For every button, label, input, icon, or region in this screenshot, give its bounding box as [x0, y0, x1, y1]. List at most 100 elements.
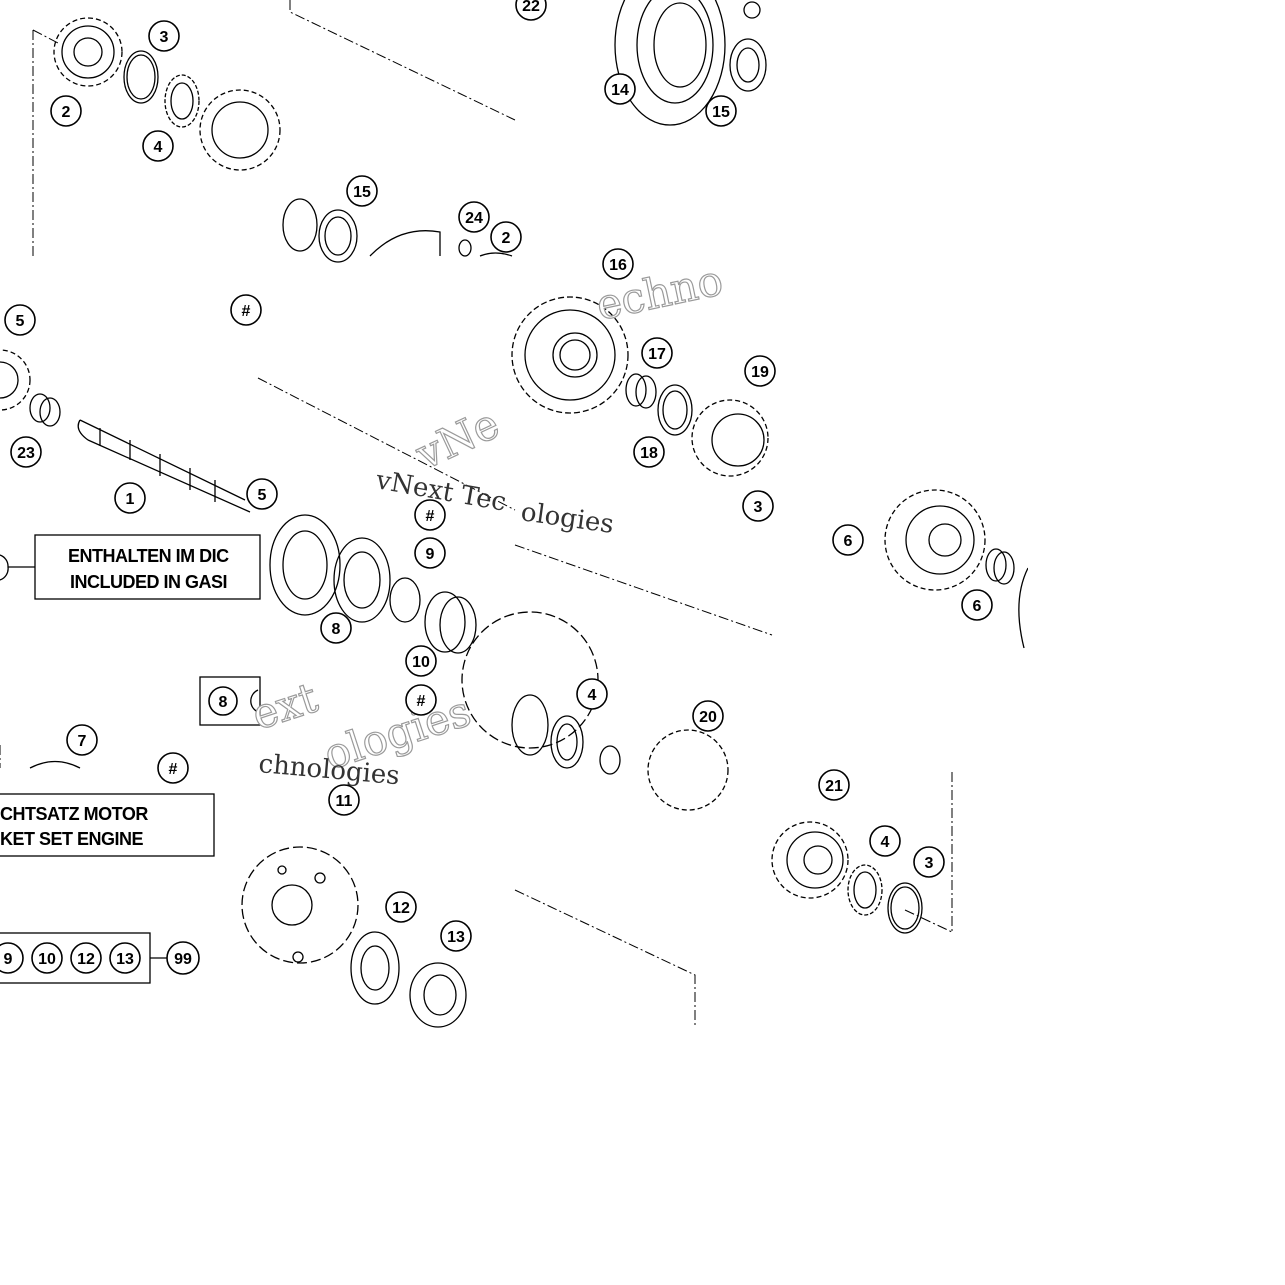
callout-c12: 12 — [385, 891, 417, 923]
callout-c14: 14 — [604, 73, 636, 105]
callout-label: 9 — [426, 546, 435, 563]
callout-label: 2 — [502, 230, 511, 247]
sprocket-11 — [241, 846, 359, 964]
axis-lines — [0, 0, 953, 1028]
callout-label: 20 — [699, 709, 717, 726]
part-24 — [458, 239, 513, 257]
callout-hash4: # — [157, 752, 189, 784]
washer-15-mid — [282, 198, 441, 263]
callout-c3b: 3 — [742, 490, 774, 522]
callout-c21: 21 — [818, 769, 850, 801]
callout-c15a: 15 — [705, 95, 737, 127]
callout-c16: 16 — [602, 248, 634, 280]
callout-c17: 17 — [641, 337, 673, 369]
callout-c2: 2 — [50, 95, 82, 127]
callout-label: 19 — [751, 364, 769, 381]
callout-label: 15 — [353, 184, 371, 201]
callout-label: 4 — [881, 834, 890, 851]
svg-text:10: 10 — [38, 951, 56, 968]
svg-text:12: 12 — [77, 951, 95, 968]
washer-15-top — [729, 38, 767, 92]
callout-c5a: 5 — [4, 304, 36, 336]
callout-c18: 18 — [633, 436, 665, 468]
callouts: 1233344455667891011121314151516171819202… — [4, 0, 993, 952]
washer-4-right — [847, 864, 883, 916]
callout-label: 1 — [126, 491, 135, 508]
callout-label: # — [417, 693, 426, 710]
callout-label: 2 — [62, 104, 71, 121]
callout-c4b: 4 — [576, 678, 608, 710]
callout-label: 7 — [78, 733, 87, 750]
callout-c5b: 5 — [246, 478, 278, 510]
gasket-box-line1: ENTHALTEN IM DIC — [68, 546, 229, 566]
kit-box-start-callout: 8 — [208, 686, 238, 716]
gasket-box-bottom: CHTSATZ MOTOR KET SET ENGINE — [0, 793, 215, 857]
part-22 — [743, 1, 761, 19]
callout-label: 6 — [844, 533, 853, 550]
gasket-box-line3: CHTSATZ MOTOR — [0, 804, 148, 824]
callout-c6a: 6 — [832, 524, 864, 556]
callout-c3a: 3 — [148, 20, 180, 52]
callout-label: 23 — [17, 445, 35, 462]
part-7 — [29, 760, 81, 769]
callout-label: # — [426, 508, 435, 525]
callout-label: 8 — [332, 621, 341, 638]
bearing-14 — [614, 0, 726, 126]
callout-hash1: # — [230, 294, 262, 326]
sprocket-mid — [461, 611, 599, 749]
callout-label: 3 — [925, 855, 934, 872]
gear-16 — [511, 296, 629, 414]
gear-19 — [691, 399, 769, 477]
bushing-23 — [29, 393, 61, 427]
callout-label: 5 — [16, 313, 25, 330]
callout-c8: 8 — [320, 612, 352, 644]
callout-c4c: 4 — [869, 825, 901, 857]
svg-text:9: 9 — [4, 951, 13, 968]
callout-label: 5 — [258, 487, 267, 504]
callout-label: 4 — [154, 139, 163, 156]
ring-3-right — [887, 882, 923, 934]
callout-c22: 22 — [515, 0, 547, 21]
bushing-17 — [625, 373, 657, 409]
bushing-10 — [424, 591, 477, 654]
kit-result-99: 99 — [166, 941, 200, 975]
shaft-1 — [77, 419, 251, 513]
callout-c19: 19 — [744, 355, 776, 387]
nut-13 — [409, 962, 467, 1028]
lockwasher-12 — [350, 931, 400, 1005]
callout-label: 3 — [160, 29, 169, 46]
callout-c25: 2 — [490, 221, 522, 253]
kit-box-right: 8 — [199, 676, 261, 726]
callout-label: 4 — [588, 687, 597, 704]
callout-label: 10 — [412, 654, 430, 671]
kit-row: 9 10 12 13 99 — [0, 932, 200, 984]
callout-c20: 20 — [692, 700, 724, 732]
callout-c10: 10 — [405, 645, 437, 677]
callout-hash3: # — [405, 684, 437, 716]
callout-label: 13 — [447, 929, 465, 946]
gear-6 — [884, 489, 1029, 649]
watermark: vNext Tec ext ologies chnologies echno v… — [245, 255, 727, 792]
gear-2 — [53, 17, 123, 87]
gasket-box-line2: INCLUDED IN GASI — [70, 572, 227, 592]
watermark-text-6: vNe — [408, 399, 507, 480]
kit-item-13: 13 — [109, 942, 141, 974]
kit-item-10: 10 — [31, 942, 63, 974]
gear-5-top — [199, 89, 281, 171]
bearing-8 — [269, 514, 391, 623]
callout-c3c: 3 — [913, 846, 945, 878]
svg-text:13: 13 — [116, 951, 134, 968]
washer-4-top — [164, 74, 200, 128]
washer-18 — [657, 384, 693, 436]
callout-label: 14 — [611, 82, 629, 99]
svg-text:99: 99 — [174, 951, 192, 968]
oring-9 — [389, 577, 421, 623]
callout-c7: 7 — [66, 724, 98, 756]
gear-21 — [771, 821, 849, 899]
gasket-box-top: ENTHALTEN IM DIC INCLUDED IN GASI — [0, 534, 261, 600]
kit-item-9: 9 — [0, 942, 24, 974]
callout-label: 17 — [648, 346, 666, 363]
callout-hash2: # — [414, 499, 446, 531]
